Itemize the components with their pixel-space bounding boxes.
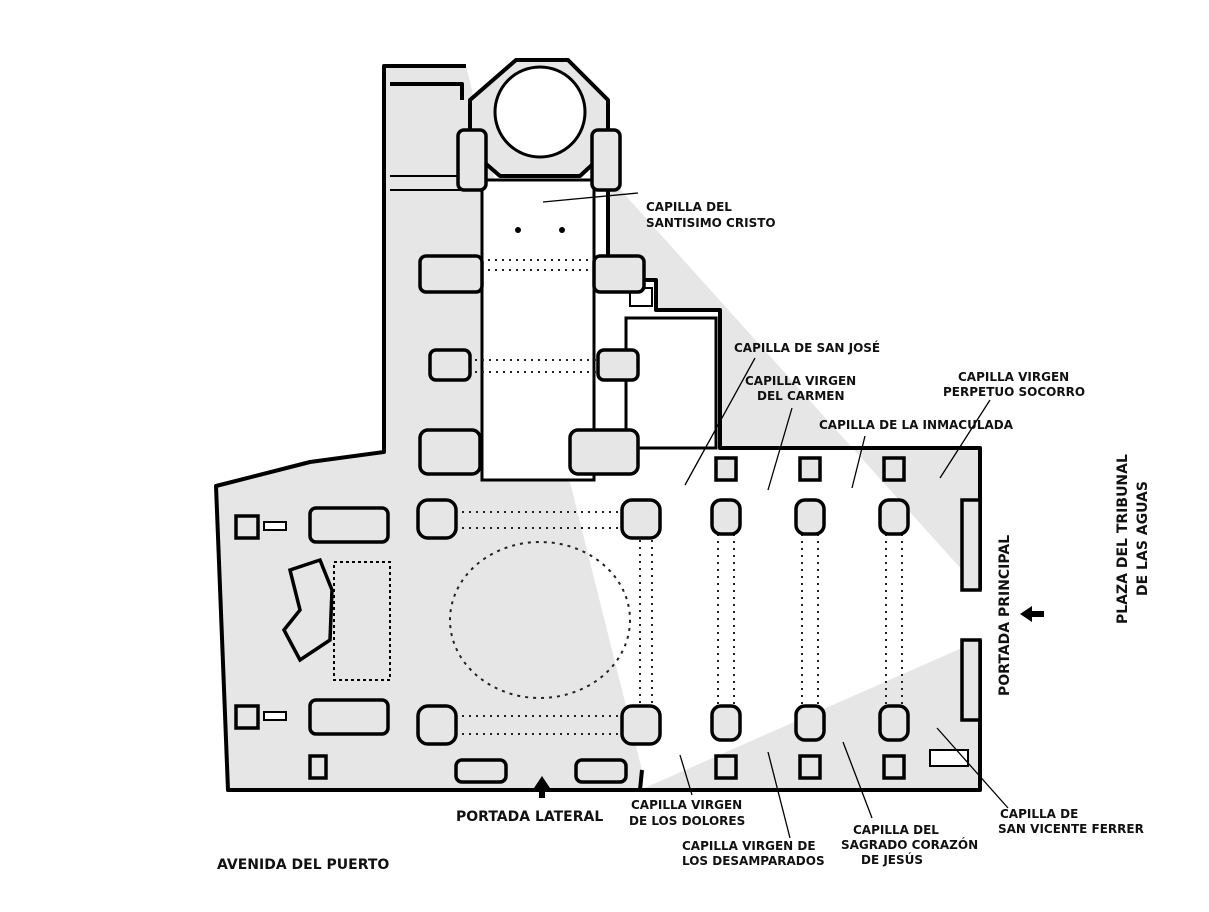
side-room xyxy=(624,316,718,450)
leader-sagrado-corazon xyxy=(842,741,873,819)
label-perpetuo-socorro: CAPILLA VIRGEN PERPETUO SOCORRO xyxy=(943,370,1085,399)
presbytery xyxy=(418,128,646,482)
west-pier-a xyxy=(234,514,260,540)
north-chapel-wall-3 xyxy=(882,456,906,482)
label-inmaculada: CAPILLA DE LA INMACULADA xyxy=(819,418,1014,432)
nave-pier-s3 xyxy=(794,704,826,742)
facade-pier-n xyxy=(960,498,982,592)
leader-san-vicente xyxy=(936,727,1009,809)
label-avenida: AVENIDA DEL PUERTO xyxy=(217,857,389,873)
leader-santisimo-cristo xyxy=(542,192,639,203)
pier-p4 xyxy=(592,254,646,294)
label-virgen-dolores: CAPILLA VIRGEN DE LOS DOLORES xyxy=(629,798,746,828)
label-plaza: PLAZA DEL TRIBUNAL DE LAS AGUAS xyxy=(1115,449,1151,624)
pier-p3 xyxy=(418,254,484,294)
leader-virgen-dolores xyxy=(679,754,693,796)
label-portada-lateral: PORTADA LATERAL xyxy=(456,809,603,825)
west-chapel-pier-2 xyxy=(308,698,390,736)
north-chapel-wall-2 xyxy=(798,456,822,482)
south-lateral-pier-e xyxy=(574,758,628,784)
crossing-dome xyxy=(449,541,631,699)
nave-pier-s2 xyxy=(710,704,742,742)
arrow-left-icon xyxy=(1020,606,1044,622)
pier-p2 xyxy=(590,128,622,192)
main-nave xyxy=(234,456,982,784)
nave-pier-n2 xyxy=(710,498,742,536)
leader-lines xyxy=(542,192,1009,839)
north-chapel-wall-1 xyxy=(714,456,738,482)
labels: CAPILLA DEL SANTISIMO CRISTO CAPILLA DE … xyxy=(217,200,1151,873)
crossing-pier-nw xyxy=(416,498,458,540)
south-chapel-wall-2 xyxy=(798,754,822,780)
west-pier-b xyxy=(234,704,260,730)
leader-perpetuo-socorro xyxy=(939,399,991,479)
crossing-pier-ne xyxy=(620,498,662,540)
pier-p6 xyxy=(596,348,640,382)
label-santisimo-cristo: CAPILLA DEL SANTISIMO CRISTO xyxy=(646,200,776,230)
pier-p1 xyxy=(456,128,488,192)
south-lateral-pier-w xyxy=(454,758,508,784)
west-room xyxy=(333,561,391,681)
sacristy-wall xyxy=(390,82,464,100)
san-vicente-niche xyxy=(929,749,969,767)
pier-p5 xyxy=(428,348,472,382)
label-san-jose: CAPILLA DE SAN JOSÉ xyxy=(734,340,880,355)
south-west-wall-1 xyxy=(308,754,328,780)
label-san-vicente: CAPILLA DE SAN VICENTE FERRER xyxy=(998,807,1144,836)
chapel-dome xyxy=(493,65,587,159)
west-niche-a xyxy=(263,521,287,531)
leader-virgen-desamparados xyxy=(767,751,791,839)
label-portada-principal: PORTADA PRINCIPAL xyxy=(997,535,1013,696)
entrance-arrows xyxy=(534,606,1044,798)
crossing-pier-sw xyxy=(416,704,458,746)
facade-pier-s xyxy=(960,638,982,722)
south-chapel-wall-1 xyxy=(714,754,738,780)
south-chapel-wall-3 xyxy=(882,754,906,780)
label-virgen-desamparados: CAPILLA VIRGEN DE LOS DESAMPARADOS xyxy=(682,839,825,868)
west-chapel-pier-1 xyxy=(308,506,390,544)
crossing-pier-se xyxy=(620,704,662,746)
leader-san-jose xyxy=(684,357,756,486)
altar-step-left xyxy=(515,227,521,233)
nave-pier-n3 xyxy=(794,498,826,536)
pier-p8 xyxy=(568,428,640,476)
pier-p7 xyxy=(418,428,482,476)
nave-pier-n4 xyxy=(878,498,910,536)
west-niche-b xyxy=(263,711,287,721)
nave-pier-s4 xyxy=(878,704,910,742)
leader-inmaculada xyxy=(851,435,866,489)
arrow-up-icon xyxy=(534,776,550,798)
west-apse-pier xyxy=(281,557,334,663)
altar-step-right xyxy=(559,227,565,233)
label-sagrado-corazon: CAPILLA DEL SAGRADO CORAZÓN DE JESÚS xyxy=(841,823,982,867)
label-virgen-carmen: CAPILLA VIRGEN DEL CARMEN xyxy=(745,374,860,403)
leader-virgen-carmen xyxy=(767,407,793,491)
